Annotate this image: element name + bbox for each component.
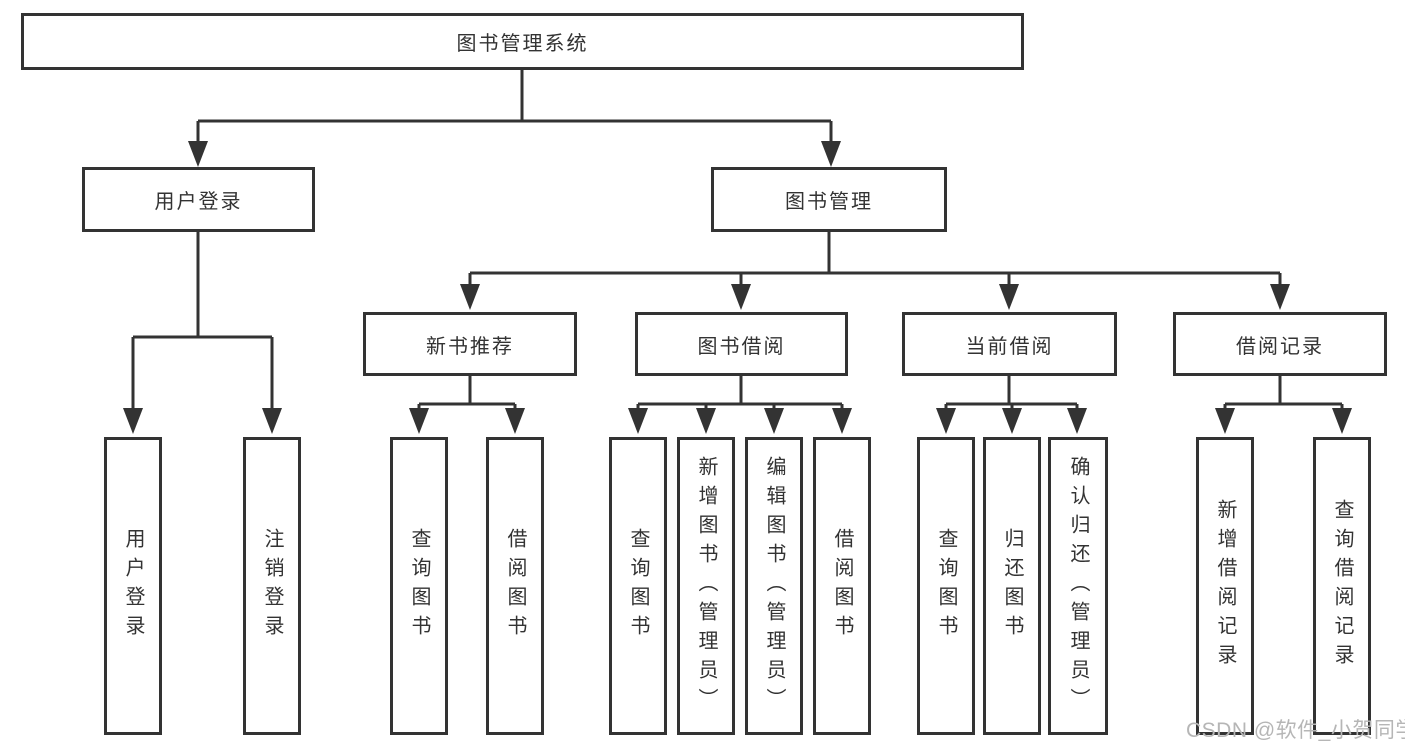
node-user-login-branch: 用户登录 [82, 167, 315, 232]
leaf-query-book-current-label: 查询图书 [935, 528, 957, 644]
node-user-login-branch-label: 用户登录 [154, 191, 243, 213]
leaf-edit-book-admin: 编辑图书（管理员） [745, 437, 803, 735]
leaf-borrow-book-recommend: 借阅图书 [486, 437, 544, 735]
leaf-logout: 注销登录 [243, 437, 301, 735]
leaf-query-book-recommend: 查询图书 [390, 437, 448, 735]
leaf-query-book-borrow-label: 查询图书 [627, 528, 649, 644]
leaf-borrow-book-recommend-label: 借阅图书 [504, 528, 526, 644]
node-borrow-record-label: 借阅记录 [1236, 335, 1324, 358]
node-book-management: 图书管理 [711, 167, 947, 232]
node-current-borrow-label: 当前借阅 [965, 335, 1054, 358]
leaf-query-book-current: 查询图书 [917, 437, 975, 735]
node-root-system: 图书管理系统 [21, 13, 1024, 70]
leaf-add-borrow-record-label: 新增借阅记录 [1214, 499, 1236, 673]
node-root-system-label: 图书管理系统 [456, 33, 589, 55]
leaf-borrow-book-label: 借阅图书 [831, 528, 853, 644]
node-current-borrow: 当前借阅 [902, 312, 1117, 376]
leaf-confirm-return-admin-label: 确认归还（管理员） [1067, 455, 1089, 717]
node-new-book-recommend: 新书推荐 [363, 312, 577, 376]
leaf-return-book: 归还图书 [983, 437, 1041, 735]
node-book-borrow: 图书借阅 [635, 312, 848, 376]
leaf-add-book-admin-label: 新增图书（管理员） [695, 455, 717, 717]
csdn-watermark: CSDN @软件_小贺同学 [1186, 719, 1405, 742]
leaf-query-book-borrow: 查询图书 [609, 437, 667, 735]
node-book-borrow-label: 图书借阅 [697, 335, 786, 358]
leaf-confirm-return-admin: 确认归还（管理员） [1048, 437, 1108, 735]
leaf-edit-book-admin-label: 编辑图书（管理员） [763, 455, 785, 717]
arrowhead-icons [123, 141, 1352, 434]
leaf-return-book-label: 归还图书 [1001, 528, 1023, 644]
leaf-query-book-recommend-label: 查询图书 [408, 528, 430, 644]
leaf-query-borrow-record-label: 查询借阅记录 [1331, 499, 1353, 673]
leaf-user-login-label: 用户登录 [122, 528, 144, 644]
leaf-query-borrow-record: 查询借阅记录 [1313, 437, 1371, 735]
node-new-book-recommend-label: 新书推荐 [426, 335, 514, 358]
leaf-logout-label: 注销登录 [261, 528, 283, 644]
leaf-user-login: 用户登录 [104, 437, 162, 735]
node-borrow-record: 借阅记录 [1173, 312, 1387, 376]
leaf-add-borrow-record: 新增借阅记录 [1196, 437, 1254, 735]
leaf-borrow-book: 借阅图书 [813, 437, 871, 735]
node-book-management-label: 图书管理 [785, 191, 873, 213]
leaf-add-book-admin: 新增图书（管理员） [677, 437, 735, 735]
